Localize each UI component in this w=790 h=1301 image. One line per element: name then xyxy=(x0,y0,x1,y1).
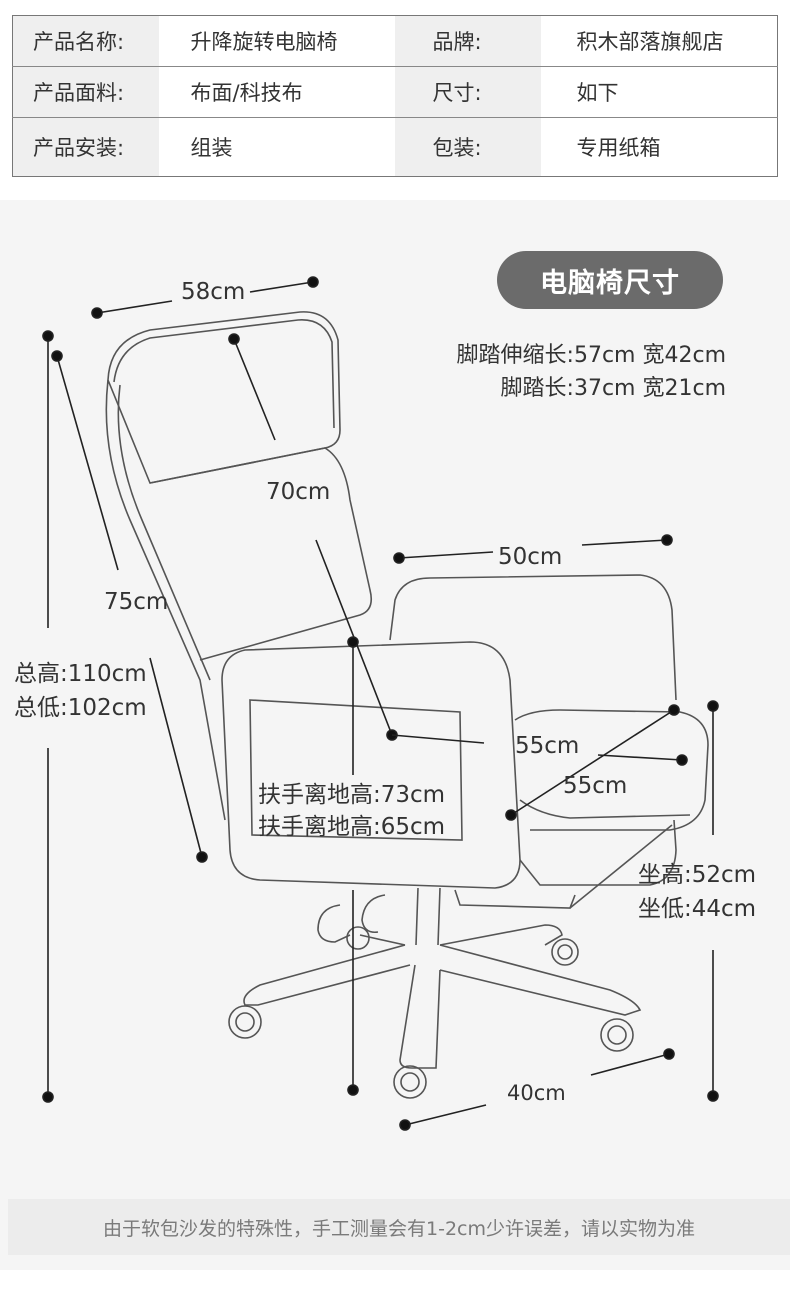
dim-dot xyxy=(91,307,103,319)
dim-dot xyxy=(393,552,405,564)
spec-row: 产品面料: 布面/科技布 尺寸: 如下 xyxy=(12,66,778,118)
seat-width-label: 50cm xyxy=(498,544,563,570)
back-length-label: 75cm xyxy=(104,589,169,615)
total-height-min-label: 总低:102cm xyxy=(14,695,147,721)
dim-line xyxy=(581,539,668,546)
dim-dot xyxy=(307,276,319,288)
footrest-extended-label: 脚踏伸缩长:57cm 宽42cm xyxy=(456,343,726,368)
seat-height-max-label: 坐高:52cm xyxy=(638,862,757,888)
dim-dot xyxy=(347,636,359,648)
dim-line xyxy=(233,338,276,441)
footrest-length-label: 脚踏长:37cm 宽21cm xyxy=(500,376,726,401)
dim-line xyxy=(391,734,485,744)
dim-line xyxy=(56,355,119,571)
seat-depth-label: 55cm xyxy=(515,733,580,759)
spec-label: 产品面料: xyxy=(12,66,159,118)
dim-line xyxy=(398,551,494,559)
spec-value: 如下 xyxy=(540,66,778,118)
dim-line xyxy=(96,300,173,314)
spec-label: 产品安装: xyxy=(12,117,159,177)
spec-label: 品牌: xyxy=(394,15,541,67)
dim-dot xyxy=(661,534,673,546)
spec-value: 升降旋转电脑椅 xyxy=(158,15,395,67)
dim-dot xyxy=(228,333,240,345)
dim-line xyxy=(249,281,314,293)
back-height-label: 70cm xyxy=(266,479,331,505)
dimension-lines xyxy=(42,276,719,1131)
dim-dot xyxy=(668,704,680,716)
spec-value: 布面/科技布 xyxy=(158,66,395,118)
dim-dot xyxy=(707,1090,719,1102)
section-title-badge: 电脑椅尺寸 xyxy=(497,251,723,309)
seat-depth-label-2: 55cm xyxy=(563,773,628,799)
spec-row: 产品名称: 升降旋转电脑椅 品牌: 积木部落旗舰店 xyxy=(12,15,778,67)
spec-label: 尺寸: xyxy=(394,66,541,118)
spec-value: 专用纸箱 xyxy=(540,117,778,177)
dim-line xyxy=(597,754,683,761)
spec-label: 产品名称: xyxy=(12,15,159,67)
total-height-max-label: 总高:110cm xyxy=(14,661,147,687)
dim-dot xyxy=(347,1084,359,1096)
dim-dot xyxy=(196,851,208,863)
headrest-width-label: 58cm xyxy=(181,279,246,305)
dim-line xyxy=(404,1104,487,1126)
spec-row: 产品安装: 组装 包装: 专用纸箱 xyxy=(12,117,778,177)
dim-line xyxy=(149,657,203,858)
spec-value: 积木部落旗舰店 xyxy=(540,15,778,67)
dim-dot xyxy=(676,754,688,766)
dim-dot xyxy=(505,809,517,821)
dim-dot xyxy=(42,1091,54,1103)
armrest-height-max-label: 扶手离地高:73cm xyxy=(258,782,446,808)
dim-dot xyxy=(663,1048,675,1060)
footer-disclaimer: 由于软包沙发的特殊性，手工测量会有1-2cm少许误差，请以实物为准 xyxy=(8,1199,790,1255)
chair-outline xyxy=(105,311,709,1099)
spec-table: 产品名称: 升降旋转电脑椅 品牌: 积木部落旗舰店 产品面料: 布面/科技布 尺… xyxy=(12,15,778,177)
dim-dot xyxy=(42,330,54,342)
dim-dot xyxy=(51,350,63,362)
dim-dot xyxy=(707,700,719,712)
seat-height-min-label: 坐低:44cm xyxy=(638,896,757,922)
base-width-label: 40cm xyxy=(507,1081,566,1105)
dim-line xyxy=(510,709,675,816)
spec-value: 组装 xyxy=(158,117,395,177)
armrest-height-min-label: 扶手离地高:65cm xyxy=(258,814,446,840)
spec-label: 包装: xyxy=(394,117,541,177)
dim-line xyxy=(590,1053,670,1076)
dim-dot xyxy=(399,1119,411,1131)
